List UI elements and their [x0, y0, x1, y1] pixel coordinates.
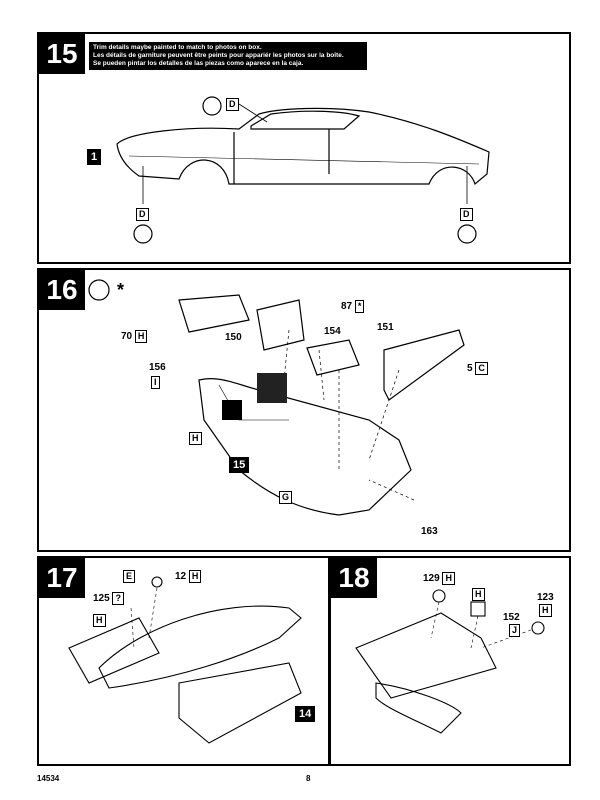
interior-assembly-drawing	[88, 279, 465, 516]
part-15-label: 15	[229, 457, 250, 473]
part-123: 123	[537, 592, 554, 603]
part-150: 150	[225, 332, 242, 343]
part-70: 70	[121, 331, 133, 342]
part-151: 151	[377, 322, 394, 333]
paint-code-e: E	[123, 570, 136, 583]
step-number: 15	[39, 34, 85, 74]
paint-code-g: G	[279, 491, 293, 504]
front-end-drawing	[355, 589, 545, 734]
part-125: 125	[93, 593, 110, 604]
paint-code-q: ?	[112, 592, 124, 605]
part-154: 154	[324, 326, 341, 337]
part-12: 12	[175, 571, 187, 582]
step-number: 18	[331, 558, 377, 598]
paint-code-h: H	[472, 588, 485, 601]
paint-code-h: H	[188, 570, 202, 583]
star-symbol: *	[117, 280, 125, 300]
part-body-label: 1	[87, 149, 102, 165]
body-install-drawing	[68, 576, 302, 744]
part-163: 163	[421, 526, 438, 537]
step-15-panel: 15 Trim details maybe painted to match t…	[37, 32, 571, 264]
paint-code-d: D	[226, 98, 239, 111]
paint-code-j: J	[509, 624, 521, 637]
step-number: 17	[39, 558, 85, 598]
paint-code-h: H	[189, 432, 202, 445]
step-17-panel: 17 E 12 H 125 ? H 14	[37, 556, 330, 766]
glue-icon	[88, 279, 110, 301]
paint-code-h: H	[442, 572, 455, 585]
paint-icon	[133, 96, 477, 244]
part-129: 129	[423, 573, 440, 584]
step-16-panel: 16 * 70 H 150 87 * 154 151 156 I 5 C H 1…	[37, 268, 571, 552]
paint-code-d: D	[460, 208, 473, 221]
part-14-label: 14	[295, 706, 316, 722]
step-number: 16	[39, 270, 85, 310]
paint-code-c: C	[475, 362, 488, 375]
catalog-number: 14534	[37, 774, 60, 783]
paint-code-d: D	[136, 208, 149, 221]
part-5: 5	[467, 363, 473, 374]
part-152: 152	[503, 612, 520, 623]
part-156: 156	[149, 362, 166, 373]
car-body-side-drawing	[116, 96, 490, 244]
paint-code-h: H	[539, 604, 552, 617]
paint-code-i: I	[151, 376, 160, 389]
paint-note: Trim details maybe painted to match to p…	[89, 42, 367, 70]
paint-code-h: H	[134, 330, 148, 343]
page-number: 8	[306, 774, 311, 783]
paint-code-h: H	[93, 614, 106, 627]
paint-code-star: *	[354, 300, 365, 313]
step-18-panel: 18 129 H H 152 J 123 H	[329, 556, 571, 766]
part-87: 87	[341, 301, 353, 312]
